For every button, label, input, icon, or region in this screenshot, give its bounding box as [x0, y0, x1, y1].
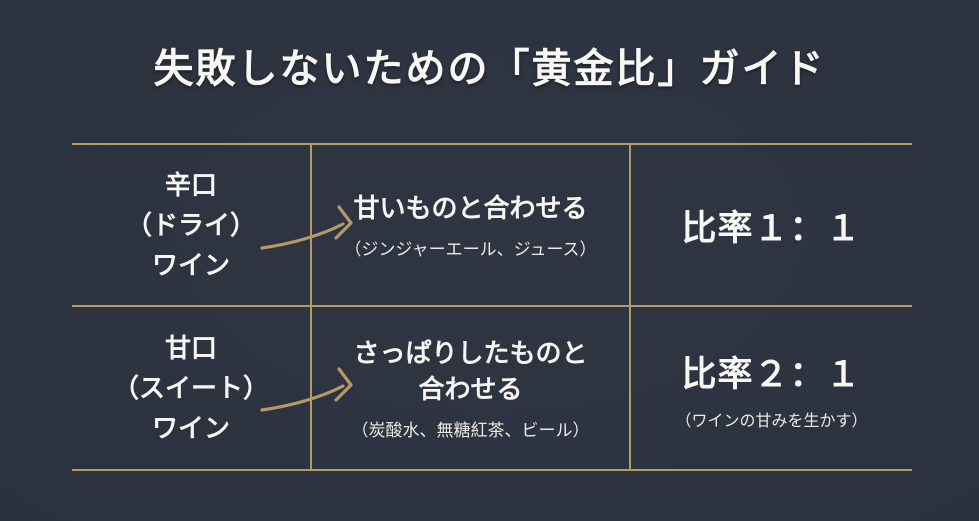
- row2-ratio-value: 比率２：１: [681, 354, 862, 394]
- row2-ratio-note: （ワインの甘みを生かす）: [675, 412, 868, 430]
- row1-mixer-cell: 甘いものと合わせる （ジンジャーエール、ジュース）: [310, 145, 629, 307]
- row1-mixer-text: 甘いものと合わせる: [353, 193, 588, 223]
- row2-mixer-note: （炭酸水、無糖紅茶、ビール）: [351, 421, 590, 440]
- row2-ratio-cell: 比率２：１ （ワインの甘みを生かす）: [629, 307, 912, 469]
- row2-wine-line-2: （スイート）: [112, 373, 269, 403]
- row1-ratio-cell: 比率１：１: [629, 145, 912, 307]
- row2-wine-line-1: 甘口: [164, 333, 217, 363]
- golden-ratio-table: 辛口 （ドライ） ワイン 甘いものと合わせる （ジンジャーエール、ジュース） 比…: [72, 143, 912, 471]
- row1-wine-line-3: ワイン: [151, 250, 230, 280]
- row1-ratio-value: 比率１：１: [681, 208, 862, 248]
- page-title: 失敗しないための「黄金比」ガイド: [153, 47, 826, 91]
- row2-wine-cell: 甘口 （スイート） ワイン: [72, 307, 310, 469]
- row2-mixer-text-line-1: さっぱりしたものと: [353, 338, 588, 368]
- row2-mixer-cell: さっぱりしたものと 合わせる （炭酸水、無糖紅茶、ビール）: [310, 307, 629, 469]
- row1-mixer-note: （ジンジャーエール、ジュース）: [344, 240, 597, 259]
- row2-mixer-text-line-2: 合わせる: [418, 374, 523, 404]
- row1-wine-line-1: 辛口: [164, 170, 217, 200]
- row2-wine-line-3: ワイン: [151, 413, 230, 443]
- row1-wine-cell: 辛口 （ドライ） ワイン: [72, 145, 310, 307]
- row1-wine-line-2: （ドライ）: [125, 210, 256, 240]
